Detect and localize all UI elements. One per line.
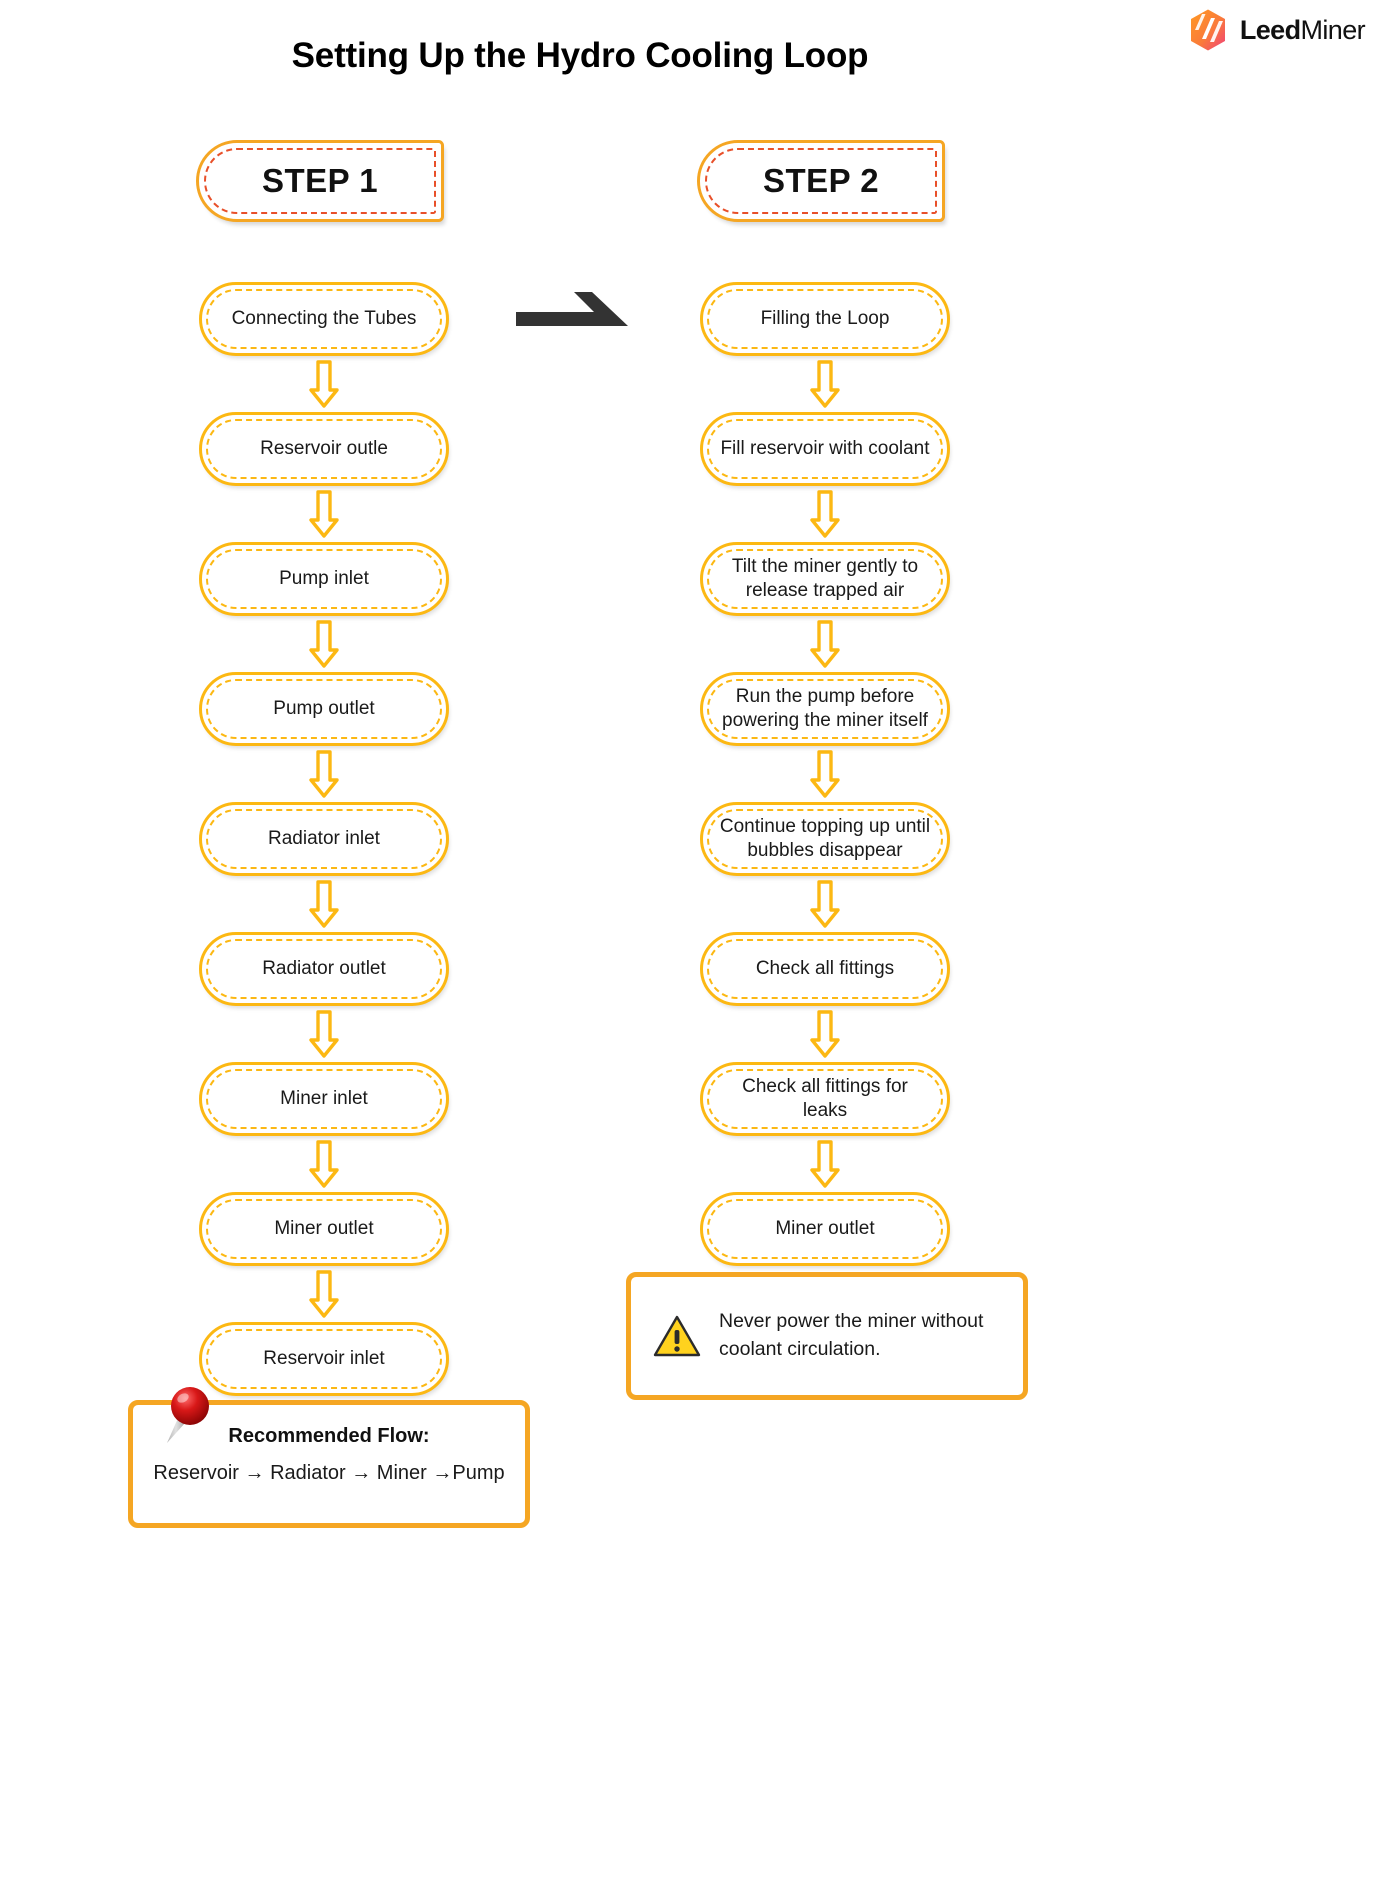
arrow-down-outline-icon xyxy=(199,876,449,932)
step-1-label: STEP 1 xyxy=(261,162,379,199)
step-2-banner: STEP 2 xyxy=(697,140,945,222)
warning-callout: Never power the miner without coolant ci… xyxy=(626,1272,1028,1400)
node-check-all-fittings[interactable]: Check all fittings xyxy=(700,932,950,1006)
arrow-down-outline-icon xyxy=(700,616,950,672)
page-title: Setting Up the Hydro Cooling Loop xyxy=(291,36,869,75)
arrow-down-outline-icon xyxy=(199,486,449,542)
brand-name-light: Miner xyxy=(1300,14,1365,45)
node-filling-the-loop[interactable]: Filling the Loop xyxy=(700,282,950,356)
arrow-down-outline-icon xyxy=(199,746,449,802)
arrow-down-outline-icon xyxy=(700,1136,950,1192)
node-pump-inlet[interactable]: Pump inlet xyxy=(199,542,449,616)
arrow-down-outline-icon xyxy=(700,746,950,802)
node-radiator-outlet[interactable]: Radiator outlet xyxy=(199,932,449,1006)
step-2-column: STEP 2 Filling the Loop Fill reservoir w… xyxy=(697,140,997,1266)
leedminer-hexagon-logo-icon xyxy=(1186,8,1230,52)
arrow-down-outline-icon xyxy=(199,1006,449,1062)
node-run-the-pump[interactable]: Run the pump before powering the miner i… xyxy=(700,672,950,746)
node-continue-topping-up[interactable]: Continue topping up until bubbles disapp… xyxy=(700,802,950,876)
node-tilt-the-miner[interactable]: Tilt the miner gently to release trapped… xyxy=(700,542,950,616)
arrow-down-outline-icon xyxy=(199,1266,449,1322)
brand-wordmark: LeedMiner xyxy=(1239,14,1366,45)
recommended-flow-title: Recommended Flow: xyxy=(228,1425,430,1447)
pushpin-icon xyxy=(159,1383,221,1449)
node-check-all-fittings-for-leaks[interactable]: Check all fittings for leaks xyxy=(700,1062,950,1136)
arrow-down-outline-icon xyxy=(199,616,449,672)
step-2-label: STEP 2 xyxy=(762,162,880,199)
node-radiator-inlet[interactable]: Radiator inlet xyxy=(199,802,449,876)
node-miner-outlet[interactable]: Miner outlet xyxy=(199,1192,449,1266)
brand-logo: LeedMiner xyxy=(1186,8,1366,52)
arrow-down-outline-icon xyxy=(700,1006,950,1062)
arrow-down-outline-icon xyxy=(700,356,950,412)
node-connecting-the-tubes[interactable]: Connecting the Tubes xyxy=(199,282,449,356)
warning-text: Never power the miner without coolant ci… xyxy=(719,1310,984,1360)
recommended-flow-callout: Recommended Flow: Reservoir → Radiator →… xyxy=(128,1387,530,1528)
arrow-down-outline-icon xyxy=(700,486,950,542)
brand-name-bold: Leed xyxy=(1239,14,1301,45)
recommended-flow-sequence: Reservoir → Radiator → Miner →Pump xyxy=(153,1462,505,1484)
node-miner-inlet[interactable]: Miner inlet xyxy=(199,1062,449,1136)
step-1-banner: STEP 1 xyxy=(196,140,444,222)
node-reservoir-inlet[interactable]: Reservoir inlet xyxy=(199,1322,449,1396)
node-pump-outlet[interactable]: Pump outlet xyxy=(199,672,449,746)
step-1-column: STEP 1 Connecting the Tubes Reservoir ou… xyxy=(196,140,496,1396)
node-miner-outlet-step2[interactable]: Miner outlet xyxy=(700,1192,950,1266)
arrow-down-outline-icon xyxy=(700,876,950,932)
arrow-down-outline-icon xyxy=(199,356,449,412)
arrow-right-icon xyxy=(516,282,636,334)
arrow-down-outline-icon xyxy=(199,1136,449,1192)
warning-triangle-icon xyxy=(653,1314,701,1358)
node-reservoir-outle[interactable]: Reservoir outle xyxy=(199,412,449,486)
node-fill-reservoir-with-coolant[interactable]: Fill reservoir with coolant xyxy=(700,412,950,486)
